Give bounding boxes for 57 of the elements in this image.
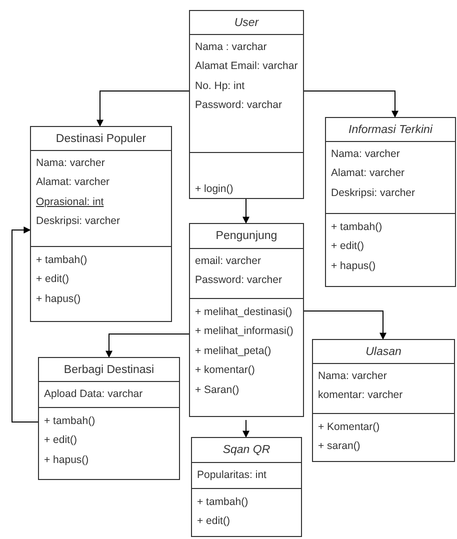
- class-box: [189, 223, 304, 417]
- class-box: [325, 117, 456, 287]
- method-text: + edit(): [36, 272, 69, 287]
- class-name: Berbagi Destinasi: [64, 363, 154, 378]
- method-text: + saran(): [318, 439, 360, 454]
- attribute-text: komentar: varcher: [318, 388, 403, 403]
- class-box: [30, 126, 172, 322]
- method-text: + komentar(): [195, 363, 255, 378]
- method-text: + login(): [195, 182, 234, 196]
- method-text: + tambah(): [36, 252, 88, 268]
- attribute-text: Password: varcher: [195, 273, 282, 288]
- arrow: [304, 90, 398, 118]
- class-name: Pengunjung: [216, 229, 278, 244]
- attribute-text: Apload Data: varchar: [44, 386, 143, 402]
- attribute-text: Deskripsi: varcher: [331, 186, 416, 200]
- class-box: [191, 437, 302, 537]
- attribute-text: Nama: varcher: [331, 146, 400, 162]
- method-text: + tambah(): [197, 494, 248, 510]
- attribute-text: Alamat Email: varchar: [195, 59, 298, 74]
- class-name: Sqan QR: [222, 443, 270, 458]
- attribute-text: Popularitas: int: [197, 468, 266, 482]
- class-box: [189, 10, 304, 199]
- method-text: + tambah(): [331, 220, 382, 234]
- method-text: + melihat_informasi(): [195, 324, 294, 339]
- class-name: User: [234, 16, 259, 31]
- method-text: + hapus(): [36, 292, 81, 306]
- attribute-text: Nama : varchar: [195, 40, 267, 54]
- class-name: Ulasan: [366, 345, 402, 360]
- arrow: [96, 90, 190, 127]
- attribute-text: No. Hp: int: [195, 78, 245, 94]
- attribute-text: Nama: varcher: [36, 156, 105, 170]
- arrow: [304, 310, 386, 340]
- class-box: [38, 357, 180, 480]
- attribute-text: Alamat: varcher: [36, 175, 110, 190]
- attribute-text: email: varcher: [195, 254, 261, 268]
- arrow: [106, 334, 190, 358]
- class-name: Informasi Terkini: [348, 123, 432, 138]
- attribute-text: Deskripsi: varcher: [36, 214, 120, 229]
- method-text: + melihat_peta(): [195, 344, 272, 358]
- attribute-text: Oprasional: int: [36, 194, 104, 210]
- method-text: + edit(): [44, 433, 77, 448]
- method-text: + edit(): [197, 514, 230, 529]
- method-text: + melihat_destinasi(): [195, 304, 292, 320]
- method-text: + hapus(): [44, 452, 89, 468]
- attribute-text: Password: varchar: [195, 98, 282, 113]
- method-text: + edit(): [331, 239, 364, 254]
- arrow: [242, 420, 250, 438]
- method-text: + tambah(): [44, 414, 96, 428]
- method-text: + Saran(): [195, 382, 240, 398]
- class-name: Destinasi Populer: [56, 132, 146, 147]
- class-box: [312, 339, 455, 462]
- arrow: [12, 226, 38, 422]
- method-text: + hapus(): [331, 258, 376, 274]
- method-text: + Komentar(): [318, 420, 380, 434]
- attribute-text: Nama: varcher: [318, 368, 387, 384]
- arrow: [242, 198, 250, 224]
- attribute-text: Alamat: varcher: [331, 166, 405, 181]
